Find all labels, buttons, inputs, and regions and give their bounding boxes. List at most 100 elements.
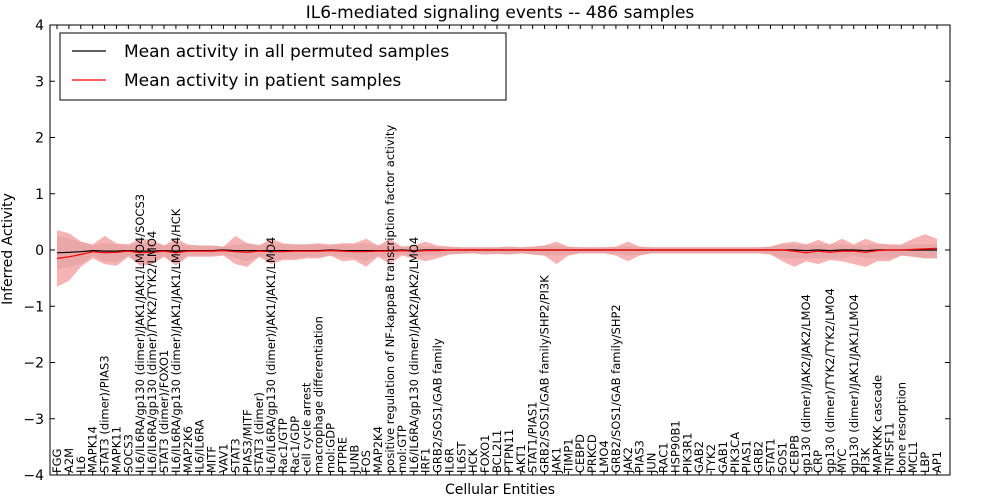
error-bands xyxy=(57,230,937,287)
x-tick-label: PI3K xyxy=(859,447,873,473)
x-tick-label: positive regulation of NF-kappaB transcr… xyxy=(383,125,397,473)
x-tick-label: gp130 (dimer)/TYK2/TYK2/LMO4 xyxy=(823,288,837,473)
x-tick-label: JAK1 xyxy=(550,447,564,474)
x-tick-label: JUNB xyxy=(347,445,361,474)
x-tick-label: mol:GDP xyxy=(324,423,338,473)
x-tick-label: A2M xyxy=(62,448,76,473)
line-patient xyxy=(56,247,938,259)
x-tick-label: FGG xyxy=(50,449,64,473)
x-tick-label: SOS1 xyxy=(775,442,789,473)
y-tick-label: 3 xyxy=(35,74,44,90)
x-tick-label: STAT3 xyxy=(228,438,242,473)
x-tick-label: gp130 (dimer)/JAK1/JAK1/LMO4 xyxy=(847,294,861,473)
y-tick-labels: −4 −3 −2 −1 0 1 2 3 4 xyxy=(23,18,44,484)
x-tick-label: BCL2L1 xyxy=(490,430,504,473)
series-lines xyxy=(56,247,938,259)
x-tick-label: MITF xyxy=(205,446,219,473)
x-axis-label: Cellular Entities xyxy=(445,482,555,498)
x-tick-label: MAP2K6 xyxy=(181,426,195,473)
y-tick-label: −2 xyxy=(23,356,44,372)
x-tick-label: STAT1 xyxy=(764,438,778,473)
x-tick-label: TNFSF11 xyxy=(882,422,896,474)
x-tick-label: CEBPB xyxy=(787,435,801,473)
y-tick-label: 0 xyxy=(35,243,44,259)
x-tick-label: LMO4 xyxy=(597,440,611,473)
x-tick-label: VAV1 xyxy=(217,444,231,473)
legend-label-permuted: Mean activity in all permuted samples xyxy=(124,42,449,62)
x-tick-label: GRB2/SOS1/GAB family xyxy=(431,338,445,473)
x-tick-label: bone resorption xyxy=(894,382,908,473)
x-tick-label: JAK2 xyxy=(621,447,635,474)
x-tick-label: CEBPD xyxy=(573,434,587,473)
x-tick-label: IL6/IL6RA/gp130 (dimer)/JAK2/JAK2/LMO4 xyxy=(407,237,421,473)
x-tick-label: HCK xyxy=(466,448,480,473)
chart-title: IL6-mediated signaling events -- 486 sam… xyxy=(306,3,695,23)
x-tick-label: STAT3 (dimer)/PIAS3 xyxy=(98,355,112,473)
x-tick-label: gp130 (dimer)/JAK2/JAK2/LMO4 xyxy=(799,294,813,473)
x-tick-label: IL6/IL6RA xyxy=(193,419,207,473)
x-tick-label: SOCS3 xyxy=(121,434,135,473)
x-tick-label: GAB1 xyxy=(716,441,730,473)
x-tick-label: IL6R xyxy=(442,448,456,473)
y-tick-label: −3 xyxy=(23,412,44,428)
x-tick-label: GRB2 xyxy=(752,441,766,473)
x-tick-label: RAC1 xyxy=(657,442,671,473)
plot-area-frame xyxy=(49,24,951,476)
x-tick-label: macrophage differentiation xyxy=(312,316,326,473)
x-tick-label: MAPKKK cascade xyxy=(871,375,885,473)
x-tick-label: GRB2/SOS1/GAB family/SHP2 xyxy=(609,304,623,473)
x-tick-label: STAT3 (dimer) xyxy=(252,392,266,473)
legend-label-patient: Mean activity in patient samples xyxy=(124,71,401,91)
x-tick-label: IL6/IL6RA/gp130 (dimer)/TYK2/TYK2/LMO4 xyxy=(145,231,159,473)
legend: Mean activity in all permuted samples Me… xyxy=(59,32,507,101)
x-tick-label: PIK3R1 xyxy=(680,433,694,474)
x-tick-label: MAPK14 xyxy=(86,426,100,473)
axis-ticks xyxy=(50,24,950,476)
x-tick-label: Rac1/GDP xyxy=(288,416,302,473)
y-tick-label: −4 xyxy=(23,468,44,484)
x-tick-label: TIMP1 xyxy=(561,438,575,474)
x-tick-label: IRF1 xyxy=(419,448,433,473)
x-tick-label: FOXO1 xyxy=(478,435,492,473)
x-tick-label: MCL1 xyxy=(906,441,920,473)
x-tick-label: IL6/IL6RA/gp130 (dimer)/JAK1/JAK1/LMO4 xyxy=(264,237,278,473)
x-tick-label: IL6/IL6RA/gp130 (dimer)/JAK1/JAK1/LMO4/H… xyxy=(169,208,183,473)
x-tick-label: Rac1/GTP xyxy=(276,418,290,473)
x-tick-label: GRB2/SOS1/GAB family/SHP2/PI3K xyxy=(538,275,552,473)
x-tick-label: mol:GTP xyxy=(395,425,409,473)
x-tick-label: TYK2 xyxy=(704,444,718,474)
y-tick-label: 1 xyxy=(35,187,44,203)
x-tick-label: MYC xyxy=(835,449,849,473)
x-tick-label: CRP xyxy=(811,450,825,473)
legend-box xyxy=(59,32,507,101)
x-tick-label: PIAS1 xyxy=(740,440,754,473)
x-tick-label: MAP2K4 xyxy=(371,426,385,473)
x-tick-label: PIAS3/MITF xyxy=(240,409,254,473)
x-tick-label: IL6/IL6RA/gp130 (dimer)/JAK1/JAK1/LMO4/S… xyxy=(133,194,147,473)
x-tick-label: FOS xyxy=(359,450,373,473)
y-tick-label: 2 xyxy=(35,131,44,147)
x-tick-label: GAB2 xyxy=(692,441,706,473)
y-tick-label: 4 xyxy=(35,18,44,34)
y-tick-label: −1 xyxy=(23,299,44,315)
x-tick-label: PIAS3 xyxy=(633,440,647,473)
x-tick-label: MAPK11 xyxy=(110,426,124,473)
x-tick-label: JUN xyxy=(645,453,659,474)
y-axis-label: Inferred Activity xyxy=(0,193,16,305)
band-patient xyxy=(57,230,937,287)
x-tick-label: PIK3CA xyxy=(728,432,742,473)
x-tick-label: AP1 xyxy=(930,451,944,473)
x-tick-label: STAT1/PIAS1 xyxy=(526,402,540,473)
x-tick-label: PTPN11 xyxy=(502,429,516,473)
x-tick-label: PRKCD xyxy=(585,434,599,473)
x-tick-label: AKT1 xyxy=(514,444,528,473)
x-tick-label: IL6ST xyxy=(454,441,468,473)
x-tick-label: STAT3 (dimer)/FOXO1 xyxy=(157,350,171,473)
x-tick-label: LBP xyxy=(918,452,932,473)
x-tick-label: HSP90B1 xyxy=(668,420,682,473)
x-tick-label: PTPRE xyxy=(335,437,349,473)
x-tick-label: IL6 xyxy=(74,456,88,473)
x-tick-label: cell cycle arrest xyxy=(300,382,314,473)
